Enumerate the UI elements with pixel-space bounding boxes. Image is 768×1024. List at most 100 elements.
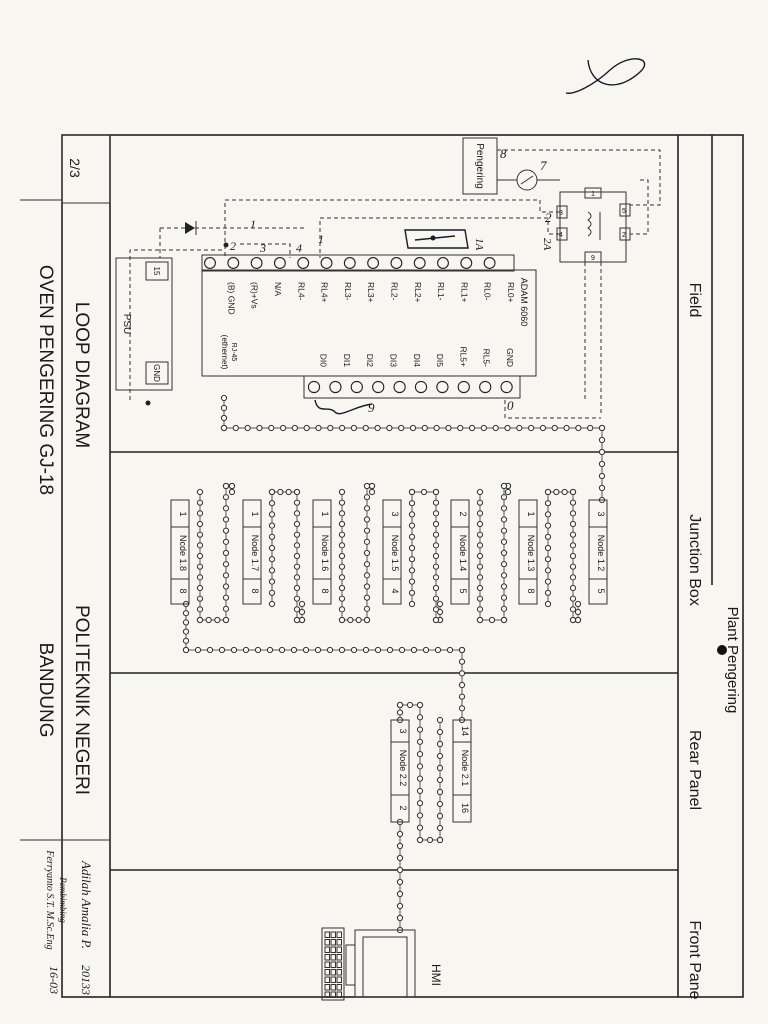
chain-adam-junction-bead [587,424,594,432]
chain-jb-bead [363,594,371,601]
chain-jb-bead [222,516,230,523]
chain-jb-bead [432,606,440,613]
chain-jb-bead [476,616,484,624]
node-left-terminal: 1 [526,511,536,516]
node-right-terminal: 8 [178,588,188,593]
wire-relay-right [630,179,649,235]
chain-jb-bead [196,606,204,613]
node-box [452,719,472,823]
chain-jb-bead [363,516,371,523]
chain-jb-bead [222,561,230,568]
chain-jb-bead [222,572,230,579]
relay-pin-label-3: 5 [622,208,626,215]
chain-adam-junction-bead [327,424,334,432]
chain-jb-bead [196,531,204,538]
adam-top-terminal [483,257,496,269]
adam-left-label: RL0- [483,282,493,301]
drawing-frame [61,134,744,998]
chain-jb-bead [222,538,230,545]
node-box [588,499,608,605]
adam-left-label: RL4+ [320,282,330,303]
chain-jb-bead [196,574,204,581]
chain-rear-bead [416,775,424,782]
chain-to-hmi-bead [396,866,404,874]
adam-bottom-terminal [479,380,492,394]
chain-jb-bead [488,616,496,624]
school-line-2: BANDUNG [35,642,56,737]
chain-jb-bead [574,600,582,608]
chain-jb-bead [544,488,552,496]
chain-jb-bead [338,584,346,592]
chain-jb-bead [500,605,508,612]
chain-rear-bead [396,701,404,709]
chain-jb-bead [432,595,440,602]
chain-jb-bead [222,549,230,557]
adam-left-label-column: RL0+RL0-RL1+RL1-RL2+RL2-RL3+RL3-RL4+RL4-… [226,282,516,315]
adam-bottom-terminal [307,380,321,394]
chain-jb-bead [432,574,440,581]
adam-top-terminal-block [201,254,515,272]
chain-jb-bead [338,520,346,528]
keyboard-key [330,931,336,938]
chain-jb-bead [338,574,346,581]
chain-rear-bead [406,701,414,709]
adam-top-terminal [320,257,333,269]
relay-pin-right-1 [619,203,631,217]
chain-adam-junction-bead [516,424,523,432]
chain-adam-junction-bead [256,424,263,432]
node-left-terminal: 3 [596,511,606,516]
psu-positive-label: 15 [152,267,161,276]
adam-top-terminal [413,257,426,269]
adam-right-label: DI4 [412,354,422,368]
chain-jb-bead [222,505,230,512]
wire-relay-adam-2 [319,217,560,258]
hmi-screen [362,936,408,998]
chain-jb-bead [569,574,577,581]
di-wire-sketch [314,399,373,415]
chain-jb-bead [569,595,577,602]
hmi-stand [345,944,356,986]
chain-jb-bead [268,511,276,518]
chain-jb-bead [408,544,416,552]
relay-pin-top [584,187,602,199]
chain-jb-bead [222,494,230,501]
adam-right-label: DI1 [342,354,352,368]
adam-bottom-terminal [329,380,342,394]
chain-jb-rear-bead [434,646,442,654]
chain-adam-junction-bead [220,424,228,432]
chain-to-node-1-2-bead [598,472,606,480]
chain-rear-bead [416,750,424,758]
chain-to-node-2-1-bead [458,693,466,700]
chain-jb-bead [222,605,230,612]
switch-pivot [430,235,436,241]
chain-rear-bead [436,812,444,820]
mark-2: 2 [545,210,552,225]
header-front-panel: Front Pane [686,920,703,999]
node-box [450,499,470,605]
mark-1a: 1A [473,238,485,251]
chain-to-hmi-bead [396,890,404,898]
psu-gnd-label: GND [152,364,161,382]
adam-top-terminal [343,257,356,269]
adam-right-label: GND [505,348,515,367]
node-left-terminal: 2 [458,511,468,516]
chain-jb-rear-bead [182,610,190,617]
sheet-number: 2/3 [67,158,83,178]
chain-rear-bead [416,836,424,844]
chain-jb-bead [368,488,376,496]
chain-adam-junction-bead [303,424,310,432]
chain-jb-bead [500,482,508,490]
chain-jb-bead [196,584,204,592]
chain-jb-bead [544,500,552,507]
wire-pengering-relay-top [497,149,661,206]
chain-jb-bead [222,616,230,624]
chain-jb-bead [544,589,552,596]
chain-jb-rear-bead [374,646,382,654]
chain-jb-rear-bead [194,646,202,654]
adam-top-terminal [250,257,263,269]
chain-jb-bead [500,527,508,534]
wire-psu-gnd [129,249,225,400]
